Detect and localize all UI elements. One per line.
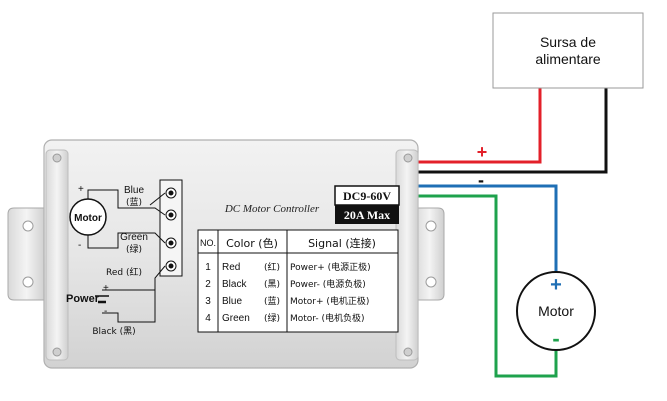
power-supply-box	[492, 12, 644, 89]
table-row-2-color: Black	[222, 279, 247, 290]
wiring-table: NO. Color (色) Signal (连接) 1 Red (红) Powe…	[197, 229, 399, 333]
table-row-2-no: 2	[205, 279, 211, 290]
table-row-1-color: Red	[222, 262, 240, 273]
power-supply: Sursa de alimentare	[492, 12, 644, 89]
red-wire	[415, 88, 542, 164]
wire-minus-sign: -	[478, 170, 484, 190]
case-motor-label: Motor	[74, 213, 102, 224]
green-wire	[415, 194, 558, 378]
motor-plus-sign: +	[550, 274, 562, 296]
table-row-1-color-cn: (红)	[264, 261, 280, 273]
case-schematic	[69, 179, 183, 323]
table-row-2-signal: Power- (电源负极)	[290, 278, 366, 290]
table-row-2-color-cn: (黑)	[264, 279, 280, 290]
motor-minus-sign: -	[552, 326, 559, 351]
case-power-plus: +	[103, 283, 109, 294]
table-row-4-signal: Motor- (电机负极)	[290, 312, 365, 324]
table-row-3-signal: Motor+ (电机正极)	[290, 295, 369, 307]
case-motor-minus: -	[78, 240, 81, 251]
case-motor-circle	[69, 198, 107, 236]
blue-wire	[415, 184, 558, 276]
left-mount-tab	[7, 207, 46, 301]
terminal-block	[159, 179, 183, 277]
table-header-color: Color (色)	[226, 236, 278, 250]
table-header-no: NO.	[200, 238, 216, 248]
black-wire	[415, 88, 608, 174]
table-row-4-no: 4	[205, 313, 211, 324]
power-supply-label-line1: Sursa de	[540, 34, 596, 50]
case-green-cn: (绿)	[126, 243, 142, 255]
motor-circle	[516, 271, 596, 351]
case-black-label: Black (黑)	[92, 326, 135, 337]
power-supply-label-line2: alimentare	[535, 51, 601, 67]
current-text: 20A Max	[344, 208, 390, 222]
table-row-4-color: Green	[222, 313, 250, 324]
case-motor-plus: +	[78, 184, 84, 195]
case-green-label: Green	[120, 232, 148, 243]
case-red-label: Red (红)	[106, 266, 142, 278]
wire-plus-sign: +	[477, 142, 488, 162]
table-row-4-color-cn: (绿)	[264, 312, 280, 324]
controller-title: DC Motor Controller	[224, 203, 320, 215]
table-row-3-no: 3	[205, 296, 211, 307]
table-row-3-color: Blue	[222, 296, 242, 307]
current-badge	[335, 205, 399, 224]
table-row-3-color-cn: (蓝)	[264, 295, 280, 307]
case-power-minus: -	[104, 306, 107, 317]
table-row-1-no: 1	[205, 262, 211, 273]
case-blue-label: Blue	[124, 185, 144, 196]
voltage-text: DC9-60V	[343, 189, 391, 203]
external-motor: Motor + -	[516, 271, 596, 351]
table-row-1-signal: Power+ (电源正极)	[290, 261, 371, 273]
right-mount-tab	[414, 207, 445, 301]
case-power-label: Power	[66, 293, 100, 305]
wires	[415, 88, 608, 378]
case-blue-cn: (蓝)	[126, 196, 142, 208]
table-header-signal: Signal (连接)	[308, 237, 376, 250]
motor-label: Motor	[538, 303, 574, 319]
